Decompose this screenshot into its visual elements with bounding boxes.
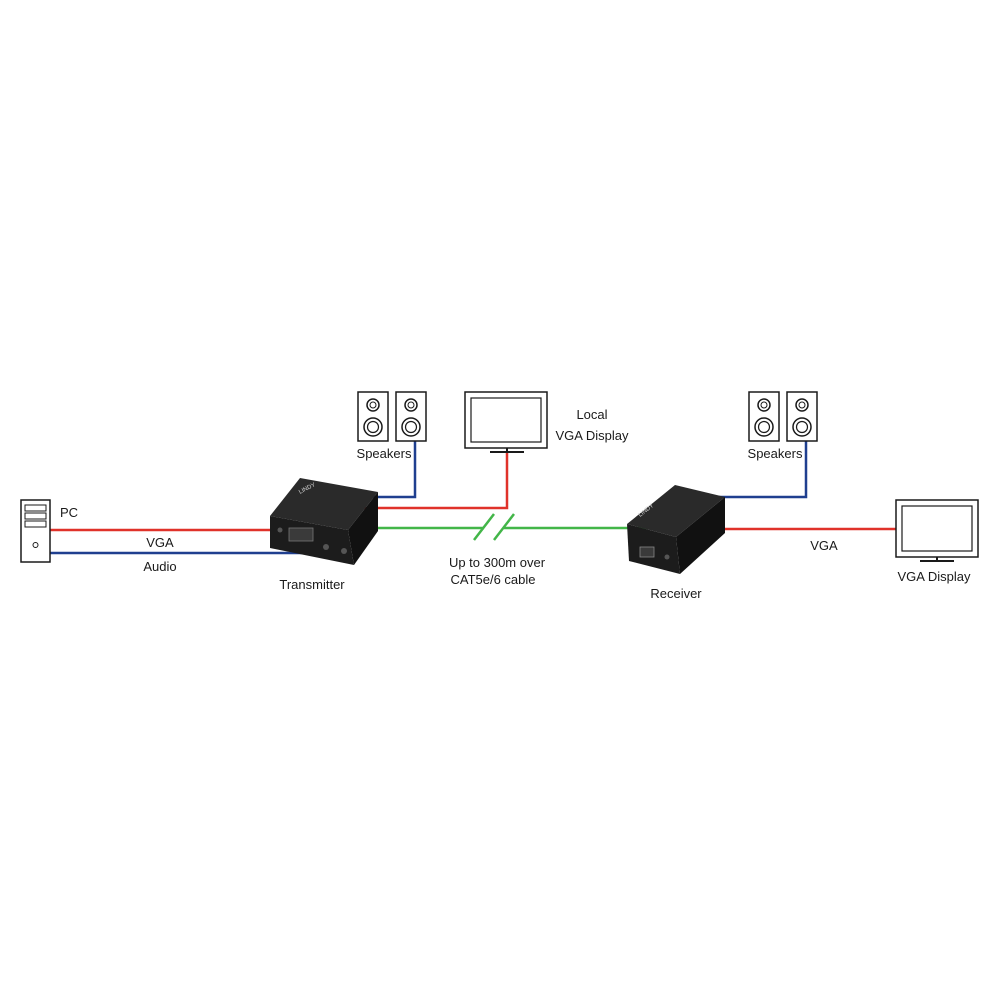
- speakers-right-icon: [748, 391, 818, 442]
- transmitter-device: LINDY: [270, 478, 378, 565]
- pc-tower-icon: [20, 499, 51, 563]
- vga-display-icon: [895, 499, 979, 562]
- cable-label-line2: CAT5e/6 cable: [450, 572, 535, 587]
- audio-cable-receiver-speakers: [700, 441, 808, 499]
- speaker-icon: [786, 391, 818, 442]
- speaker-icon: [748, 391, 780, 442]
- speakers-left-icon: [357, 391, 427, 442]
- local-display-icon: [464, 391, 548, 453]
- labels: PC VGA Audio Speakers Local VGA Display …: [60, 407, 971, 601]
- pc-label: PC: [60, 505, 78, 520]
- cable-break-mark-right: [493, 513, 515, 541]
- speakers-right-label: Speakers: [748, 446, 803, 461]
- vga-label-left: VGA: [146, 535, 174, 550]
- vga-cable-transmitter-local-display: [322, 452, 509, 510]
- vga-label-right: VGA: [810, 538, 838, 553]
- speaker-icon: [395, 391, 427, 442]
- local-display-label-line1: Local: [576, 407, 607, 422]
- receiver-device: LINDY: [627, 485, 725, 574]
- speakers-left-label: Speakers: [357, 446, 412, 461]
- transmitter-label: Transmitter: [279, 577, 345, 592]
- cables: [50, 441, 896, 555]
- cable-label-line1: Up to 300m over: [449, 555, 546, 570]
- local-display-label-line2: VGA Display: [556, 428, 629, 443]
- cable-break-mark-left: [473, 513, 495, 541]
- receiver-label: Receiver: [650, 586, 702, 601]
- vga-display-label: VGA Display: [898, 569, 971, 584]
- speaker-icon: [357, 391, 389, 442]
- audio-label: Audio: [143, 559, 176, 574]
